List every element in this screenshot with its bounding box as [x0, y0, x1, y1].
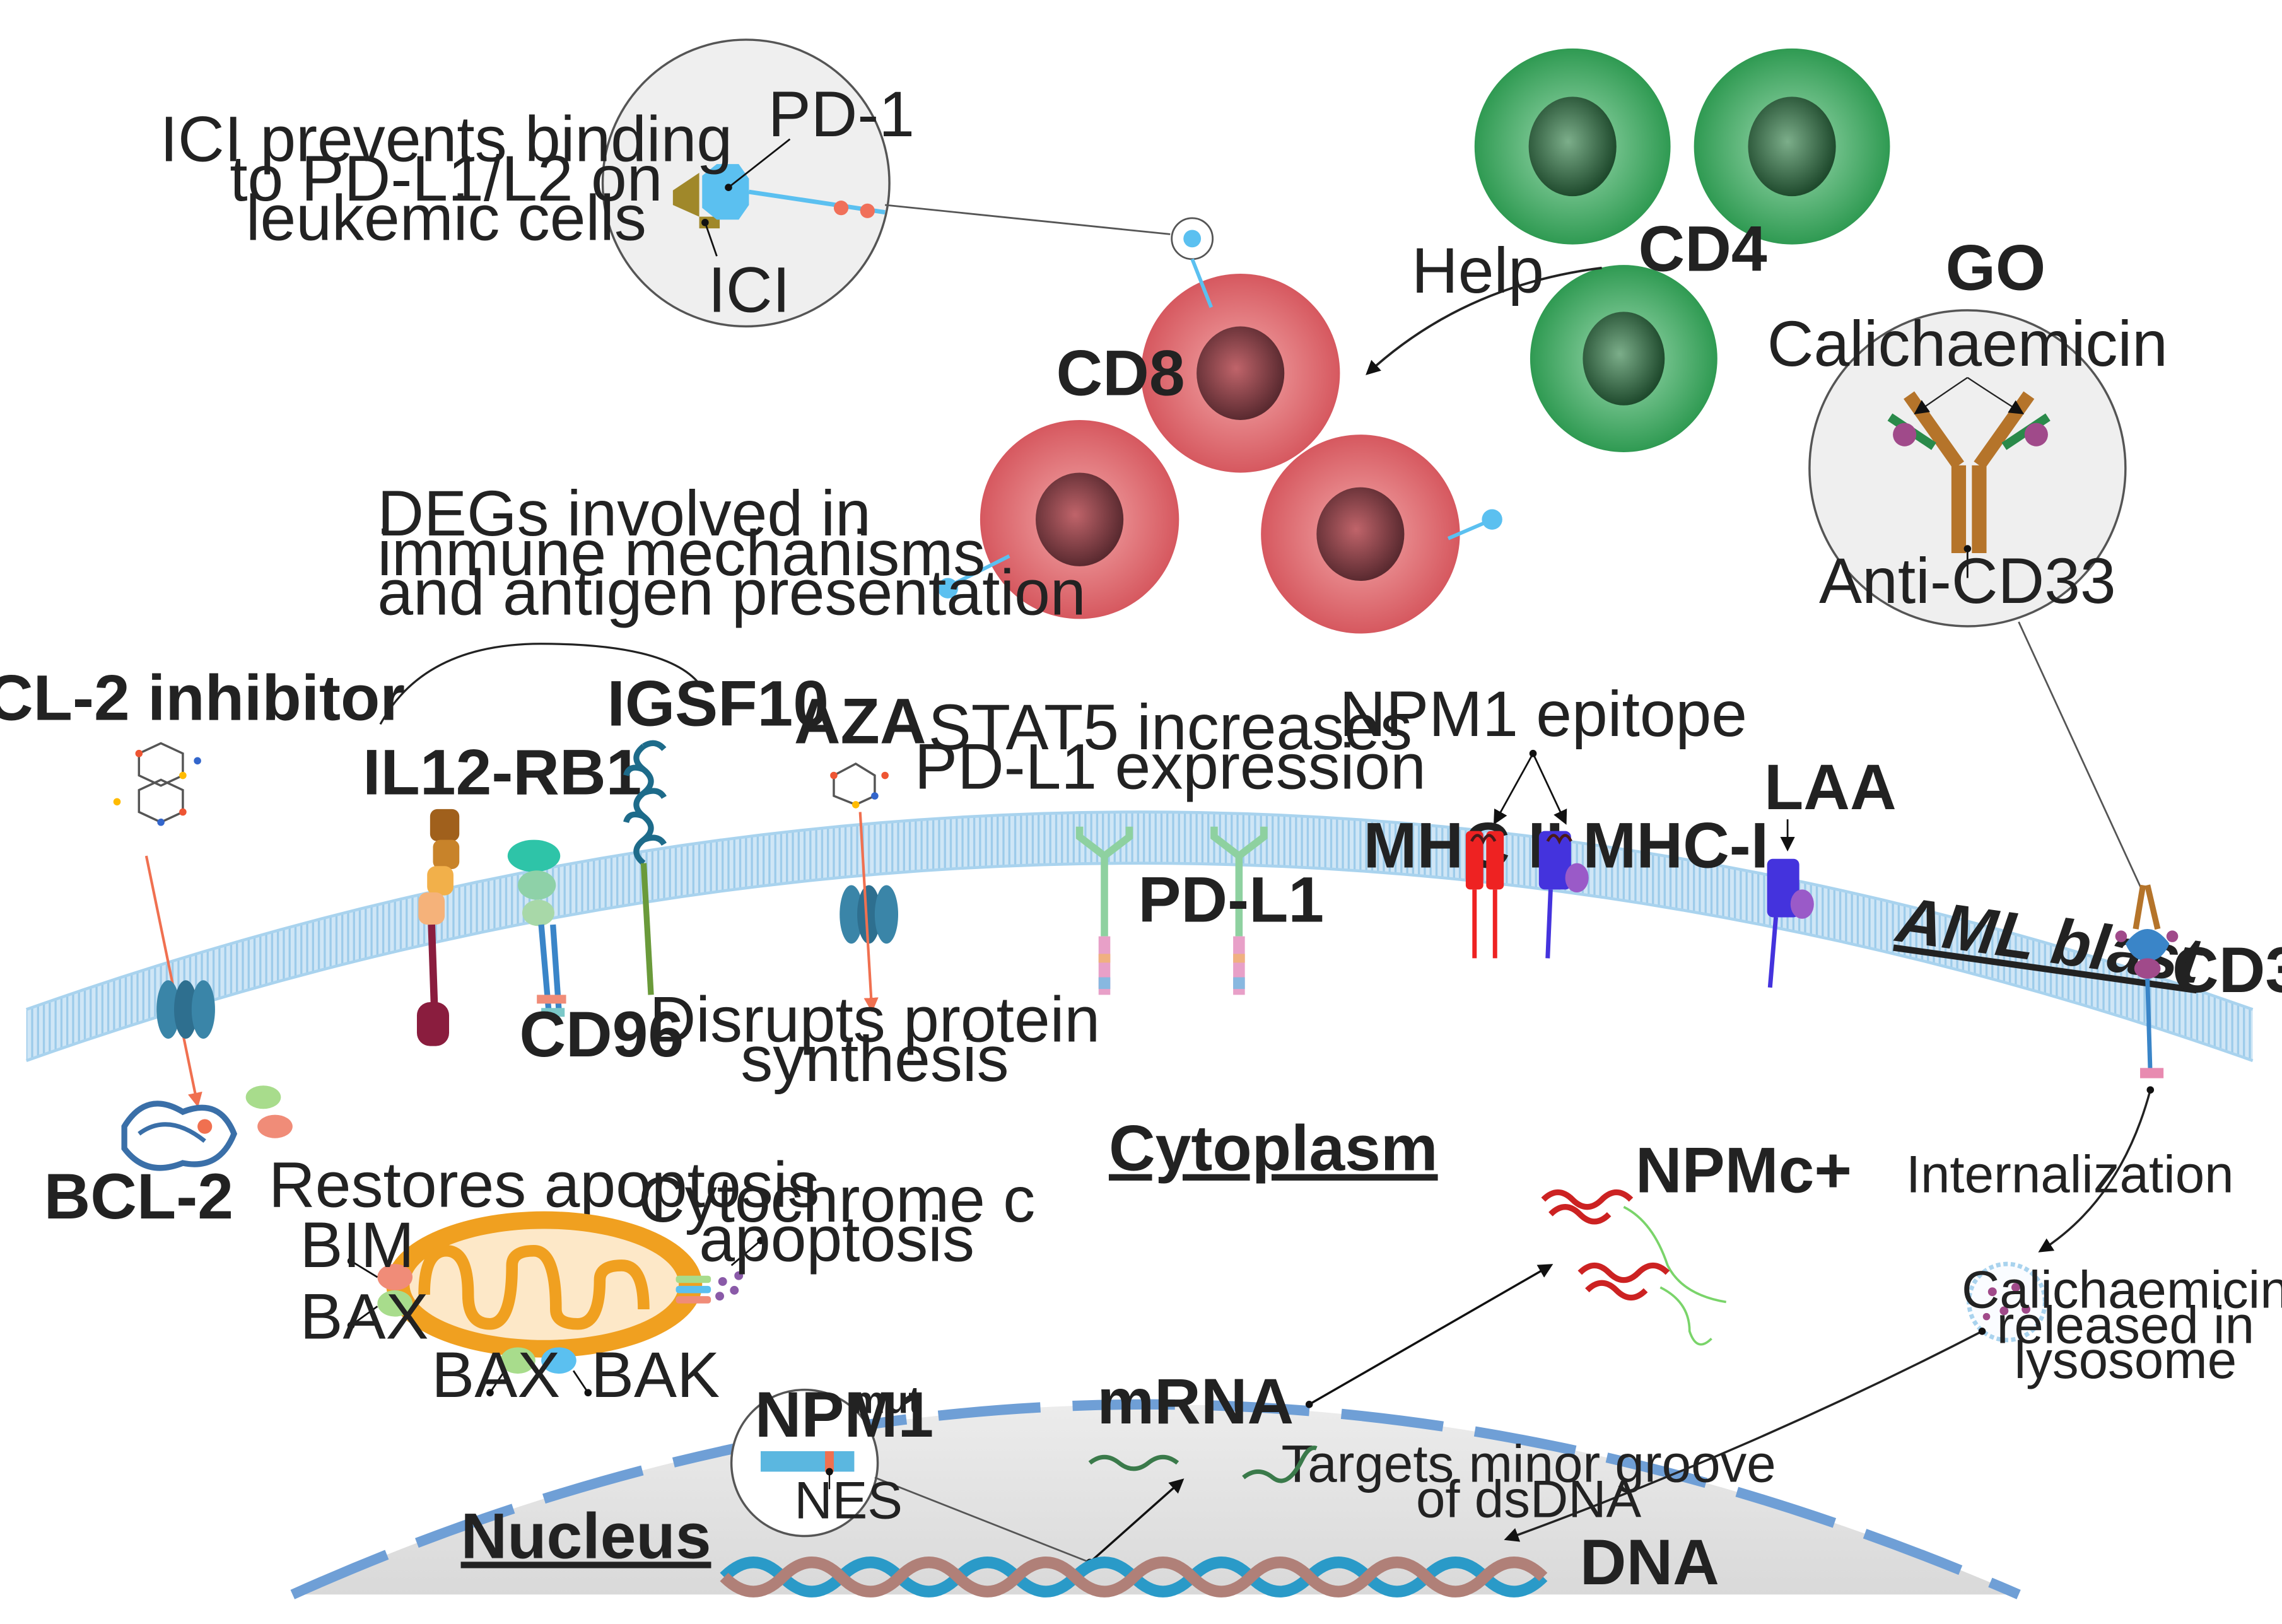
cytoplasm-label: Cytoplasm: [1109, 1113, 1438, 1184]
help-label: Help: [1412, 235, 1544, 307]
bcl2-inhibitor-molecule-icon: [113, 742, 201, 826]
igsf10-label: IGSF10: [607, 668, 829, 740]
degs-line-3: and antigen presentation: [377, 556, 1085, 628]
ici-note-line-1: ICI prevents binding: [160, 103, 732, 175]
cytochrome-c-particles: [715, 1271, 744, 1301]
aza-effect-line-1: Disrupts protein: [650, 984, 1101, 1056]
bcl2-inhibitor-label: BCL-2 inhibitor: [0, 662, 405, 733]
mrna-strand-2: [1242, 1446, 1318, 1483]
calich-released-line-2: released in: [1997, 1295, 2254, 1354]
nes-label: NES: [794, 1471, 903, 1530]
aza-molecule-icon: [830, 762, 889, 809]
cd33-label: CD33: [2172, 934, 2282, 1006]
go-zoom-callout: [1808, 309, 2127, 628]
laa-label: LAA: [1764, 751, 1897, 823]
igsf10-receptor-icon: [623, 740, 667, 995]
cd96-label: CD96: [519, 998, 684, 1070]
stat5-line-2: PD-L1 expression: [915, 730, 1426, 802]
ici-antibody-icon: [672, 172, 699, 217]
mrna-strand-1: [1088, 1454, 1179, 1471]
bcl2-channel: [156, 980, 215, 1039]
mrna-label: mRNA: [1097, 1365, 1294, 1437]
il12rb1-receptor-icon: [416, 809, 460, 1046]
mhc2-molecule-icon: [1465, 831, 1504, 959]
pdl1-label: PD-L1: [1138, 863, 1324, 935]
dna-label: DNA: [1580, 1526, 1719, 1598]
calichaemicin-label: Calichaemicin: [1767, 308, 2168, 380]
cd4-label: CD4: [1639, 213, 1767, 284]
npm1-epitope-label: NPM1 epitope: [1339, 678, 1747, 750]
internalization-label: Internalization: [1906, 1145, 2234, 1204]
targets-line-2: of dsDNA: [1416, 1469, 1642, 1528]
cytochrome-line-2: apoptosis: [699, 1203, 974, 1275]
cd8-label: CD8: [1056, 337, 1185, 409]
mhc2-label: MHC II: [1364, 810, 1564, 882]
npm1-gene-icon: [761, 1451, 855, 1472]
calich-released-line-3: lysosome: [2015, 1330, 2237, 1389]
mitochondrion-icon: [386, 1211, 703, 1358]
pd1-label: PD-1: [768, 78, 915, 150]
ici-note-line-3: leukemic cells: [246, 182, 647, 254]
aza-channel: [840, 885, 899, 944]
degs-line-1: DEGs involved in: [377, 477, 871, 549]
npm1-mut-superscript: mut: [851, 1379, 922, 1422]
cytochrome-line-1: Cytochrome c: [638, 1164, 1035, 1236]
npmc-label: NPMc+: [1635, 1135, 1852, 1206]
bcl2-label: BCL-2: [44, 1160, 233, 1232]
npm1-label: NPM1: [755, 1379, 933, 1451]
bax-label-2: BAX: [431, 1339, 560, 1411]
bim-label: BIM: [300, 1209, 414, 1281]
cd96-receptor-icon: [507, 839, 566, 1017]
pd1-receptor-icon: [702, 164, 749, 220]
npmc-protein-icon: [1541, 1189, 1726, 1346]
help-arrow: [1366, 266, 1602, 375]
ici-label: ICI: [708, 254, 790, 325]
aza-effect-line-2: synthesis: [740, 1023, 1009, 1095]
bcl2-protein-icon: [121, 1101, 238, 1171]
bax-label-1: BAX: [300, 1280, 428, 1352]
go-label: GO: [1946, 232, 2046, 304]
calich-released-line-1: Calichaemicin: [1962, 1260, 2282, 1319]
cd33-receptor-icon: [2115, 884, 2179, 1078]
ici-note-line-2: to PD-L1/L2 on: [230, 143, 662, 214]
anti-cd33-antibody-icon: [1951, 465, 1967, 553]
il12rb1-label: IL12-RB1: [363, 737, 641, 809]
dna-helix-icon: [720, 1557, 1548, 1598]
mhc1-molecule-icon: [1538, 831, 1589, 959]
cell-membrane: [25, 810, 2254, 1062]
ici-zoom-callout: PD-1 ICI: [601, 38, 1214, 328]
mhc1-label: MHC-I: [1583, 810, 1769, 882]
pdl1-receptor-icon-2: [1210, 826, 1268, 995]
anti-cd33-label: Anti-CD33: [1819, 545, 2116, 617]
lysosome-icon: [1967, 1261, 2047, 1343]
laa-molecule-icon: [1767, 858, 1814, 988]
npm1-mut-callout: [730, 1388, 1091, 1563]
targets-line-1: Targets minor groove: [1282, 1434, 1776, 1493]
degs-line-2: immune mechanisms: [377, 517, 985, 589]
bak-label: BAK: [591, 1339, 720, 1411]
stat5-line-1: STAT5 increases: [928, 691, 1412, 763]
pdl1-receptor-icon-1: [1075, 826, 1133, 995]
restores-apoptosis-label: Restores apoptosis: [269, 1149, 819, 1221]
cd8-cells: [937, 258, 1502, 634]
aza-label: AZA: [794, 685, 927, 757]
nucleus-label: Nucleus: [461, 1500, 711, 1572]
cd4-cells: [1474, 48, 1890, 452]
